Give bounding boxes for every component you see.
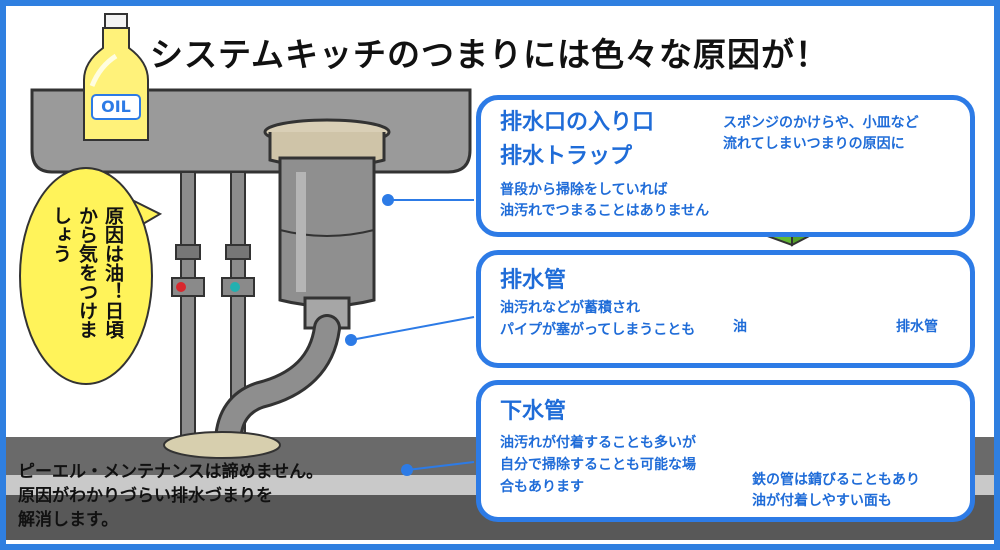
drain-hose: [217, 317, 338, 451]
card1-note-line2: 流れてしまいつまりの原因に: [723, 136, 905, 152]
card3-body-line1: 油汚れが付着することも多いが: [500, 435, 696, 451]
card1-note-line1: スポンジのかけらや、小皿など: [723, 115, 919, 131]
card1-body-line2: 油汚れでつまることはありません: [500, 203, 710, 219]
card2-heading: 排水管: [500, 268, 567, 293]
card2-body-line1: 油汚れなどが蓄積され: [500, 300, 640, 316]
cold-valve-handle: [230, 282, 240, 292]
connectors: [345, 194, 475, 476]
card1-heading1: 排水口の入り口: [500, 110, 655, 135]
bubble-text: 原因は油！日頃から気をつけましょう: [50, 206, 124, 339]
footer-line2: 原因がわかりづらい排水づまりを: [18, 486, 273, 506]
card3-heading: 下水管: [500, 399, 567, 424]
card-drain-inlet: [476, 95, 975, 237]
card1-heading2: 排水トラップ: [500, 144, 633, 169]
footer-line1: ピーエル・メンテナンスは諦めません。: [18, 462, 324, 482]
label-drain-pipe: 排水管: [896, 319, 938, 335]
floor-plate: [163, 431, 281, 459]
hot-valve-handle: [176, 282, 186, 292]
oil-bottle: [83, 13, 149, 141]
card3-body-line3: 合もあります: [500, 479, 584, 495]
card-drain-pipe: [476, 250, 975, 368]
card3-body-line2: 自分で掃除することも可能な場: [500, 457, 696, 473]
card-sewer-pipe: [476, 380, 975, 522]
label-oil: 油: [733, 319, 747, 335]
speech-bubble: [19, 167, 153, 385]
supply-pipe-left: [180, 171, 196, 443]
footer-line3: 解消します。: [18, 510, 119, 530]
card3-note-line2: 油が付着しやすい面も: [752, 493, 892, 509]
oil-label: OIL: [101, 97, 131, 116]
footer-text: ピーエル・メンテナンスは諦めません。 原因がわかりづらい排水づまりを 解消します…: [18, 460, 323, 532]
card2-body-line2: パイプが塞がってしまうことも: [500, 322, 696, 338]
card1-body-line1: 普段から掃除をしていれば: [500, 182, 668, 198]
card3-note-line1: 鉄の管は錆びることもあり: [752, 472, 920, 488]
page-title: システムキッチのつまりには色々な原因が！: [150, 35, 830, 74]
drain-trap: [278, 156, 376, 308]
